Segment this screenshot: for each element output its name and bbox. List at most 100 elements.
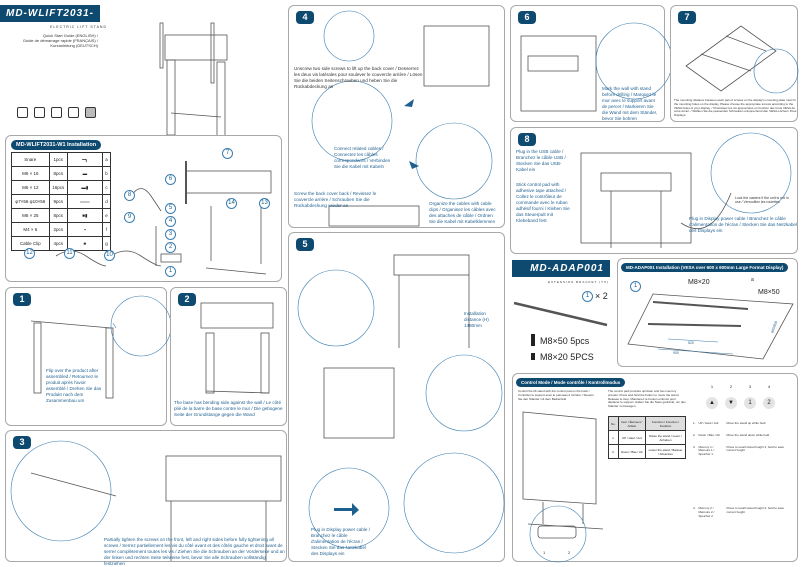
- step-badge: 7: [678, 11, 696, 24]
- callout-9: 9: [124, 212, 135, 223]
- extension-bracket-illustration: [513, 301, 608, 327]
- vesa-icon: [85, 107, 96, 118]
- part-qty: 1pcs: [48, 152, 68, 167]
- frame-icon: [51, 107, 62, 118]
- pad-label-1: 1: [543, 550, 546, 555]
- screw-icon: [531, 353, 535, 360]
- callout-13: 13: [259, 198, 270, 209]
- subtitle: ELECTRIC LIFT STAND: [50, 25, 107, 29]
- step-badge: 1: [13, 293, 31, 306]
- step-1-panel: 1 Flip over the product after assembled …: [5, 287, 172, 426]
- control-mode-panel: Control Mode / Mode contrôle / Kontrollm…: [512, 373, 798, 563]
- step-1-illustration: [30, 295, 172, 399]
- step-2-panel: 2 The base has bending side against the …: [170, 287, 287, 426]
- step-4-instruction-3: Screw the back cover back / Revissez le …: [294, 191, 377, 208]
- step-7-illustration: [685, 25, 799, 94]
- adap-dimension-520: 520: [688, 341, 694, 345]
- button-number: 3: [748, 384, 752, 389]
- weight-icon: [68, 107, 79, 118]
- stand-illustration: [159, 22, 228, 138]
- callout-6: 6: [165, 174, 176, 185]
- part-qty: 4pcs: [48, 236, 68, 251]
- control-mode-header: Control Mode / Mode contrôle / Kontrollm…: [516, 378, 626, 387]
- screw-icon: ▬▮: [81, 184, 89, 190]
- down-arrow-icon: ▼: [725, 397, 737, 409]
- part-qty: 16pcs: [48, 180, 68, 195]
- up-arrow-icon: ▲: [706, 397, 718, 409]
- down-button[interactable]: 2▼: [725, 384, 737, 409]
- bolt-icon: [531, 334, 535, 346]
- step-8-panel: 8 Plug in the USB cable / Branchez le câ…: [510, 127, 798, 254]
- step-badge: 4: [296, 11, 314, 24]
- cell: Raise the stand / Lever / Anheben: [645, 430, 686, 445]
- callout-5: 5: [165, 203, 176, 214]
- step-7-panel: 7 The mounting distance between each pai…: [670, 5, 799, 122]
- title-banner: MD-WLIFT2031-W1: [0, 5, 100, 36]
- step-4-instruction-2: Connect related cables / Connectez les c…: [334, 146, 391, 169]
- step-6-illustration: [520, 22, 673, 112]
- callout-7: 7: [222, 148, 233, 159]
- part-name: Snare: [11, 152, 50, 167]
- step-2-instruction: The base has bending side against the wa…: [174, 400, 283, 417]
- step-badge: 5: [296, 238, 314, 251]
- parts-header: MD-WLIFT2031-W1 Installation: [11, 140, 102, 150]
- step-4-instruction-4: Organize the cables with cable clips / O…: [429, 201, 496, 224]
- cell: 2.: [608, 444, 619, 459]
- part-letter: c: [101, 180, 112, 195]
- part-name: M4 × 6: [11, 222, 50, 237]
- adap-install-panel: MD-ADAP001 Installation (VESA over 600 x…: [617, 258, 798, 367]
- callout-3: 3: [165, 229, 176, 240]
- adap-title-banner: MD-ADAP001: [512, 260, 610, 277]
- cable-clip-icon: ♣: [83, 241, 87, 246]
- wrench-icon: ━┓: [82, 156, 88, 162]
- part-name: M6 × 12: [11, 180, 50, 195]
- step-6-panel: 6 Mark the wall with stand before drilli…: [510, 5, 673, 122]
- callout-10: 10: [104, 250, 115, 261]
- pad-label-2: 2: [568, 550, 571, 555]
- feature-icons: [17, 107, 101, 119]
- callout-11: 11: [64, 248, 75, 259]
- step-2-illustration: [200, 302, 274, 394]
- step-badge: 3: [13, 436, 31, 449]
- screw-icon: ▪: [84, 227, 86, 232]
- up-button[interactable]: 1▲: [706, 384, 718, 409]
- caster-warning: Lock the casters if the unit is not in u…: [735, 196, 789, 204]
- step-8-instruction-3: Plug in Display power cable / Branchez l…: [689, 216, 797, 233]
- step-7-instruction: The mounting distance between each pair …: [674, 98, 797, 118]
- part-letter: b: [101, 166, 112, 181]
- part-qty: 2pcs: [48, 222, 68, 237]
- callout-12: 12: [24, 248, 35, 259]
- step-5-illustration: [297, 254, 505, 554]
- bracket-callout: 1: [582, 291, 593, 302]
- memory-2-icon: 2: [763, 397, 775, 409]
- display-icon: [17, 107, 28, 118]
- button-number: 4: [767, 384, 771, 389]
- adap-callout-1: 1: [630, 281, 641, 292]
- cell: Lower the stand / Baisser / Absenken: [645, 444, 686, 459]
- part-letter: g: [101, 236, 112, 251]
- part-name: M6 × 16: [11, 166, 50, 181]
- step-8-instruction-1: Plug in the USB cable / Branchez le câbl…: [516, 149, 566, 172]
- control-body-text: The control pad provides up/down and two…: [608, 389, 686, 409]
- callout-8: 8: [124, 190, 135, 201]
- step-3-instruction: Partially tighten the screws on the fron…: [104, 537, 285, 566]
- part-letter: e: [101, 208, 112, 223]
- guide-line: Quick Start Guide (ENGLISH) /: [42, 33, 98, 38]
- part-letter: f: [101, 222, 112, 237]
